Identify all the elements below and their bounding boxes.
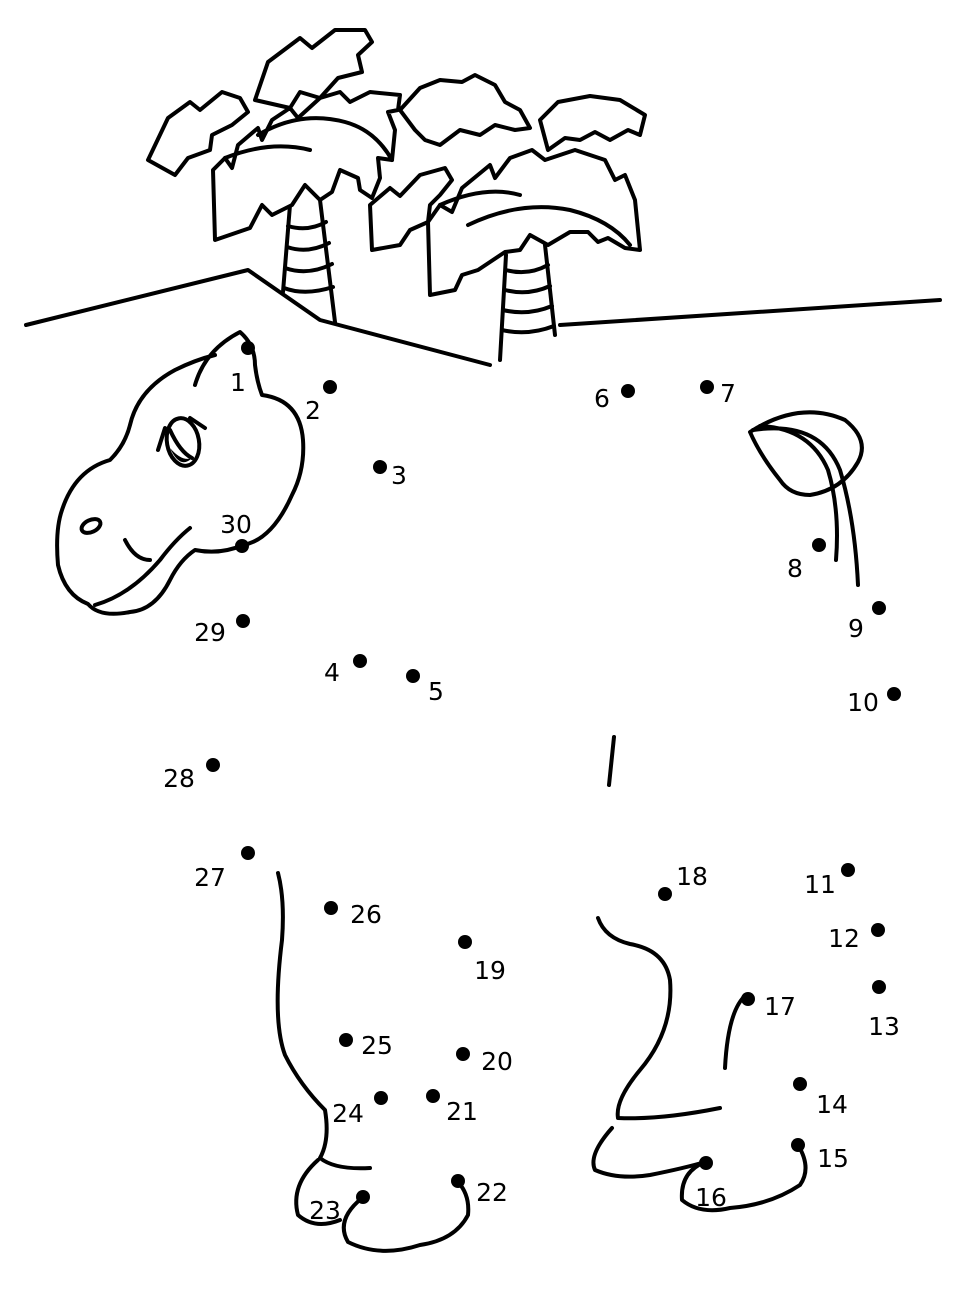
camel-body-lines xyxy=(607,735,616,787)
dot-marker xyxy=(374,1091,388,1105)
dot-2: 2 xyxy=(305,380,337,425)
dot-marker xyxy=(621,384,635,398)
dot-number-label: 16 xyxy=(695,1183,727,1212)
dot-marker xyxy=(841,863,855,877)
dot-number-label: 5 xyxy=(428,677,444,706)
palm-tree-icon xyxy=(146,28,402,324)
dot-10: 10 xyxy=(847,687,901,717)
dot-18: 18 xyxy=(658,862,708,901)
dot-22: 22 xyxy=(451,1174,508,1207)
dot-marker xyxy=(324,901,338,915)
palm-tree-icon xyxy=(368,73,647,362)
dot-number-label: 15 xyxy=(817,1144,849,1173)
dot-23: 23 xyxy=(309,1190,370,1225)
dot-number-label: 1 xyxy=(230,368,246,397)
dot-13: 13 xyxy=(868,980,900,1041)
dot-number-label: 24 xyxy=(332,1099,364,1128)
dot-marker xyxy=(872,980,886,994)
dot-number-label: 8 xyxy=(787,554,803,583)
dot-number-label: 10 xyxy=(847,688,879,717)
dot-marker xyxy=(458,935,472,949)
dot-number-label: 25 xyxy=(361,1031,393,1060)
dot-number-label: 29 xyxy=(194,618,226,647)
camel-leg-icon xyxy=(275,871,471,1253)
dot-marker xyxy=(206,758,220,772)
dot-number-label: 12 xyxy=(828,924,860,953)
dot-17: 17 xyxy=(741,992,796,1021)
dot-marker xyxy=(658,887,672,901)
dot-number-label: 21 xyxy=(446,1097,478,1126)
dot-number-label: 14 xyxy=(816,1090,848,1119)
dot-marker xyxy=(323,380,337,394)
dot-19: 19 xyxy=(458,935,506,985)
dot-number-label: 22 xyxy=(476,1178,508,1207)
dot-6: 6 xyxy=(594,384,635,413)
dot-marker xyxy=(356,1190,370,1204)
dot-number-label: 19 xyxy=(474,956,506,985)
dot-21: 21 xyxy=(426,1089,478,1126)
dot-8: 8 xyxy=(787,538,826,583)
dot-marker xyxy=(872,601,886,615)
dot-marker xyxy=(451,1174,465,1188)
dot-marker xyxy=(353,654,367,668)
dot-number-label: 11 xyxy=(804,870,836,899)
dot-number-label: 26 xyxy=(350,900,382,929)
dot-28: 28 xyxy=(163,758,220,793)
dot-30: 30 xyxy=(220,510,252,553)
dot-marker xyxy=(812,538,826,552)
dot-12: 12 xyxy=(828,923,885,953)
dot-26: 26 xyxy=(324,900,382,929)
dot-number-label: 6 xyxy=(594,384,610,413)
dot-marker xyxy=(426,1089,440,1103)
dot-1: 1 xyxy=(230,341,255,397)
dot-marker xyxy=(241,341,255,355)
dot-marker xyxy=(373,460,387,474)
dot-number-label: 13 xyxy=(868,1012,900,1041)
dot-number-label: 28 xyxy=(163,764,195,793)
dot-24: 24 xyxy=(332,1091,388,1128)
dot-20: 20 xyxy=(456,1047,513,1076)
dot-marker xyxy=(741,992,755,1006)
dot-marker xyxy=(241,846,255,860)
camel-tail-icon xyxy=(748,410,864,587)
dot-marker xyxy=(235,539,249,553)
dot-25: 25 xyxy=(339,1031,393,1060)
dot-marker xyxy=(791,1138,805,1152)
dot-marker xyxy=(871,923,885,937)
dot-marker xyxy=(700,380,714,394)
horizon-line xyxy=(24,268,942,367)
dot-14: 14 xyxy=(793,1077,848,1119)
dot-29: 29 xyxy=(194,614,250,647)
dot-number-label: 7 xyxy=(720,379,736,408)
dot-27: 27 xyxy=(194,846,255,892)
dot-marker xyxy=(339,1033,353,1047)
dot-11: 11 xyxy=(804,863,855,899)
dot-number-label: 18 xyxy=(676,862,708,891)
dot-number-label: 9 xyxy=(848,614,864,643)
dot-7: 7 xyxy=(700,379,736,408)
dot-3: 3 xyxy=(373,460,407,490)
dot-number-label: 30 xyxy=(220,510,252,539)
dot-marker xyxy=(456,1047,470,1061)
dot-15: 15 xyxy=(791,1138,849,1173)
dot-number-label: 3 xyxy=(391,461,407,490)
dot-5: 5 xyxy=(406,669,444,706)
dot-number-label: 20 xyxy=(481,1047,513,1076)
dot-marker xyxy=(236,614,250,628)
dot-number-label: 2 xyxy=(305,396,321,425)
dot-marker xyxy=(406,669,420,683)
dot-marker xyxy=(699,1156,713,1170)
dot-marker xyxy=(793,1077,807,1091)
dot-16: 16 xyxy=(695,1156,727,1212)
dot-number-label: 17 xyxy=(764,992,796,1021)
camel-head-icon xyxy=(55,330,306,616)
dot-number-label: 4 xyxy=(324,658,340,687)
dot-4: 4 xyxy=(324,654,367,687)
dot-number-label: 23 xyxy=(309,1196,341,1225)
dot-number-label: 27 xyxy=(194,863,226,892)
dot-marker xyxy=(887,687,901,701)
dot-9: 9 xyxy=(848,601,886,643)
